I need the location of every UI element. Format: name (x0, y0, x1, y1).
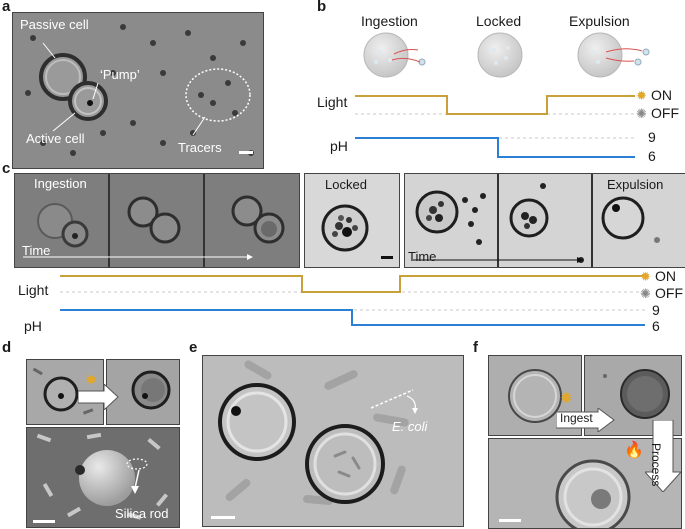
fire-icon: 🔥 (624, 442, 644, 459)
c-light-trace (60, 275, 645, 293)
f-bottom-micrograph (488, 438, 682, 529)
f-ingest-arrow (556, 408, 615, 432)
b-ph-label: pH (330, 138, 348, 154)
panel-a-micrograph (12, 12, 264, 169)
tracers-label: Tracers (178, 140, 222, 155)
b-ph-low-value: 6 (648, 148, 656, 164)
c-ingestion-label: Ingestion (34, 176, 87, 191)
c-light-label: Light (18, 282, 49, 298)
c-time-label-2: Time (408, 249, 437, 264)
stage-expulsion-label: Expulsion (569, 13, 630, 29)
c-locked-panel (304, 173, 400, 268)
panel-d-letter: d (2, 339, 12, 356)
c-expulsion-strip (404, 173, 685, 268)
stage-ingestion-label: Ingestion (361, 13, 418, 29)
c-expulsion-label: Expulsion (607, 177, 664, 192)
b-ph-trace (355, 137, 635, 158)
c-ph-trace (60, 309, 645, 326)
b-sun-on-icon: ✹ (636, 88, 647, 103)
c-locked-image (321, 204, 393, 259)
c-signal-traces (60, 275, 645, 326)
e-micrograph (202, 355, 464, 527)
d-arrow-icon (78, 384, 119, 410)
f-process-arrow (645, 420, 681, 492)
f-process-label: Process (649, 443, 663, 487)
d-sem-micrograph (26, 427, 180, 528)
c-off-label: OFF (655, 285, 683, 301)
stage-locked-label: Locked (476, 13, 522, 29)
e-image (211, 360, 418, 519)
c-ph-high-value: 9 (652, 302, 660, 318)
panel-b-letter: b (317, 0, 327, 15)
f-right-image (597, 369, 673, 428)
b-light-label: Light (317, 94, 348, 110)
d-top-right-micrograph (106, 359, 180, 425)
silica-rod-label: Silica rod (115, 506, 169, 521)
stage-cells-diagram (363, 32, 650, 78)
ecoli-label: E. coli (392, 419, 428, 434)
b-off-label: OFF (651, 105, 679, 121)
f-ingest-label: Ingest (560, 411, 593, 425)
panel-e-letter: e (189, 339, 198, 356)
d-sun-icon: ✹ (85, 372, 98, 389)
b-sun-off-icon: ✺ (636, 106, 647, 121)
d-top-left-image (32, 367, 94, 415)
d-top-right-image (131, 370, 171, 410)
panel-a-image (25, 24, 254, 156)
b-light-trace (355, 95, 635, 115)
b-on-label: ON (651, 87, 672, 103)
c-expulsion-image (413, 174, 660, 267)
c-ingestion-strip (14, 173, 300, 268)
c-ingestion-image (23, 174, 285, 267)
panel-f-letter: f (473, 339, 478, 356)
panel-a-letter: a (2, 0, 11, 15)
c-sun-on-icon: ✹ (640, 269, 651, 284)
d-sem-image (33, 432, 169, 523)
f-sun-icon: ✹ (560, 390, 573, 407)
panel-c-letter: c (2, 160, 11, 177)
c-ph-label: pH (24, 318, 42, 334)
passive-cell-label: Passive cell (20, 17, 89, 32)
b-ph-high-value: 9 (648, 129, 656, 145)
active-cell-label: Active cell (26, 131, 85, 146)
d-top-left-micrograph (26, 359, 104, 425)
c-on-label: ON (655, 268, 676, 284)
c-locked-label: Locked (325, 177, 367, 192)
f-bottom-image (499, 459, 631, 528)
c-sun-off-icon: ✺ (640, 286, 651, 301)
c-ph-low-value: 6 (652, 318, 660, 334)
c-time-label: Time (22, 243, 51, 258)
f-left-image (508, 369, 562, 423)
b-signal-traces (355, 95, 635, 158)
pump-label: ‘Pump’ (100, 67, 140, 82)
